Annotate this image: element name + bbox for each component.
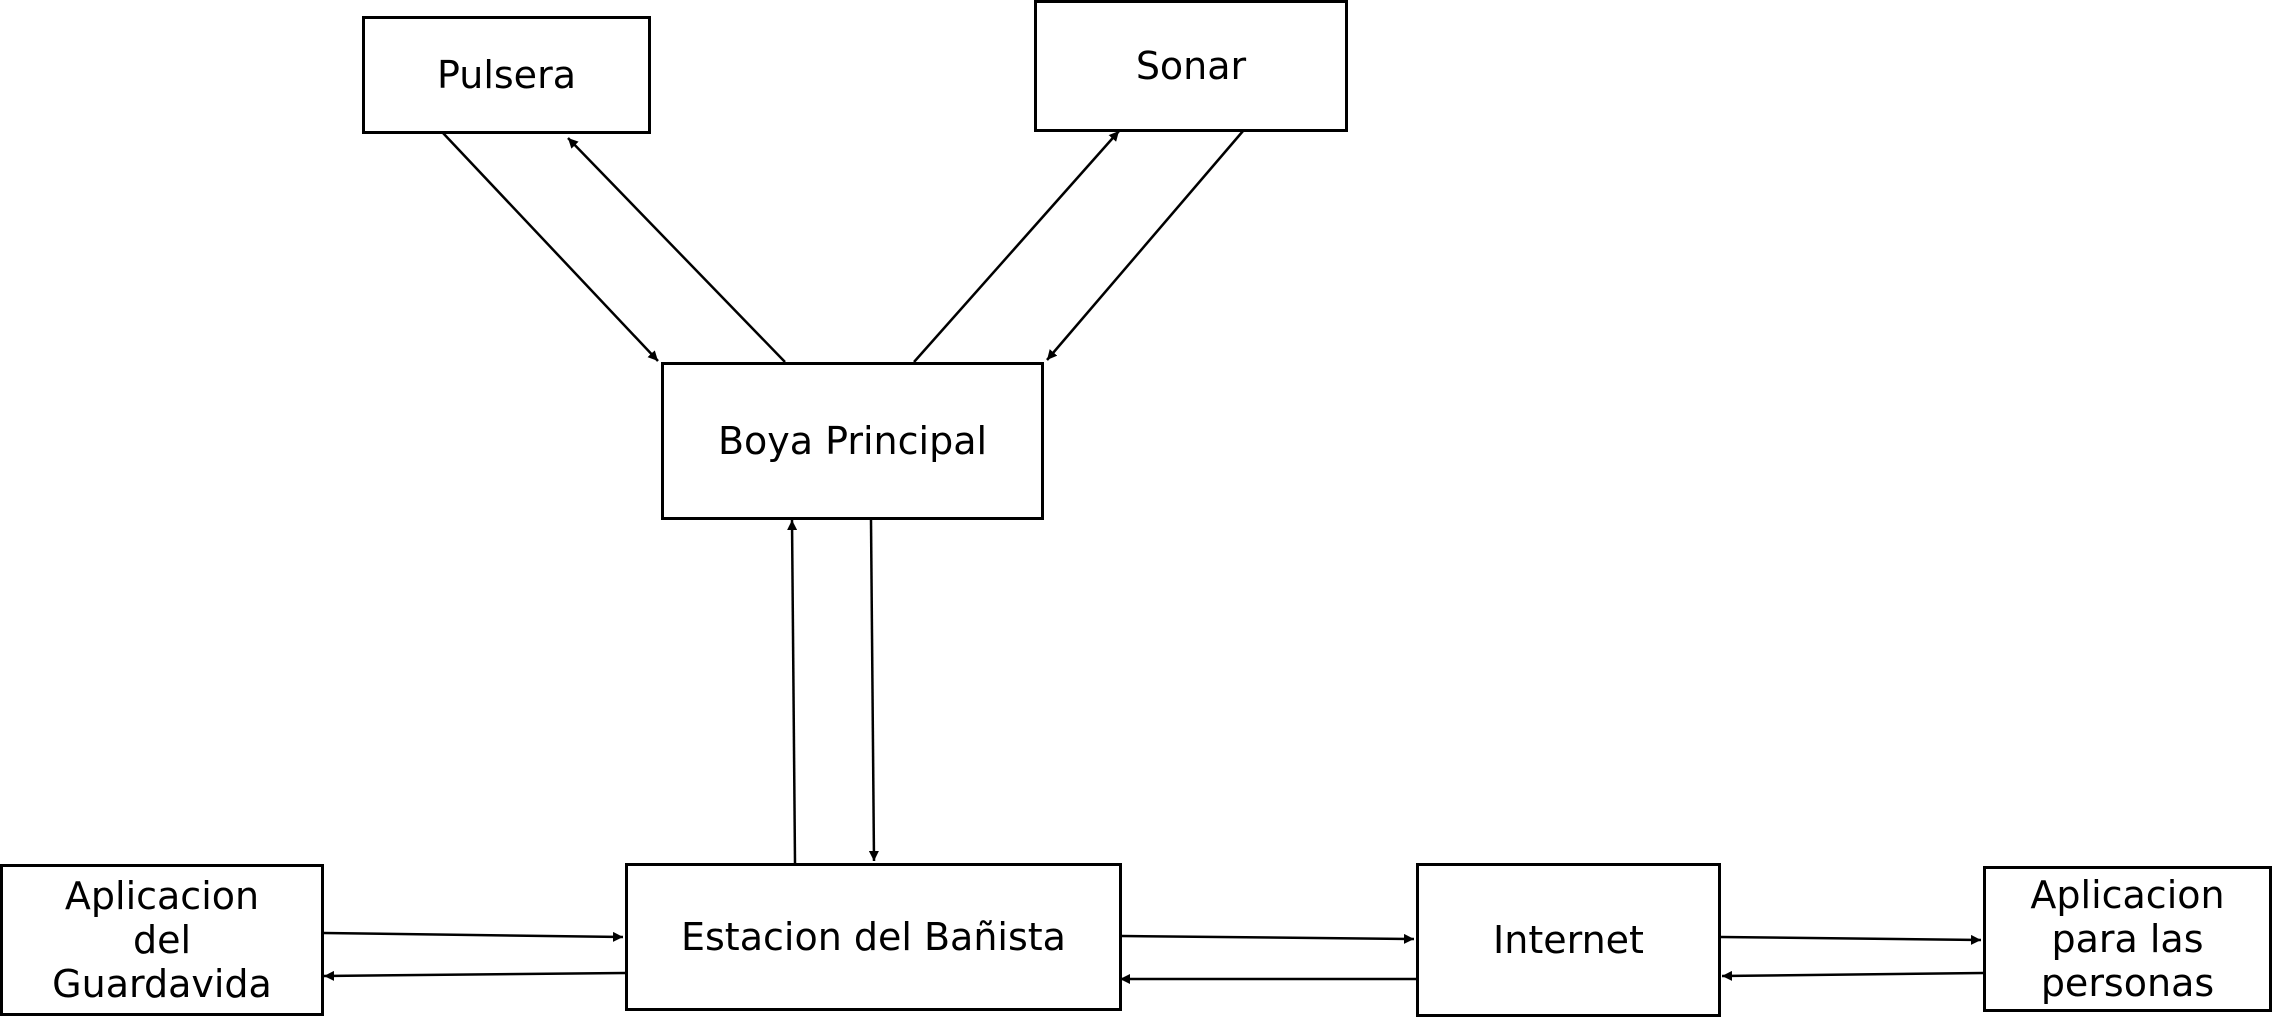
- aplicacion-guardavida-node: Aplicacion del Guardavida: [0, 864, 324, 1016]
- aplicacion-personas-node: Aplicacion para las personas: [1983, 866, 2272, 1012]
- internet-node: Internet: [1416, 863, 1721, 1017]
- arrow-internet-to-aplicacion-personas: [1720, 934, 1982, 945]
- arrow-aplicacion-guardavida-to-estacion-banista: [323, 931, 624, 942]
- arrow-boya-principal-to-sonar: [913, 130, 1120, 363]
- arrow-boya-principal-to-estacion-banista: [868, 519, 879, 862]
- sonar-node: Sonar: [1034, 0, 1348, 132]
- pulsera-node: Pulsera: [362, 16, 651, 134]
- boya-principal-node: Boya Principal: [661, 362, 1044, 520]
- arrow-aplicacion-personas-to-internet: [1721, 970, 1984, 981]
- arrow-estacion-banista-to-aplicacion-guardavida: [323, 970, 626, 981]
- arrow-pulsera-to-boya-principal: [442, 132, 659, 362]
- arrow-sonar-to-boya-principal: [1046, 130, 1244, 361]
- arrow-estacion-banista-to-internet: [1121, 933, 1415, 944]
- arrow-estacion-banista-to-boya-principal: [787, 519, 798, 864]
- arrow-boya-principal-to-pulsera: [567, 137, 786, 363]
- estacion-banista-node: Estacion del Bañista: [625, 863, 1122, 1011]
